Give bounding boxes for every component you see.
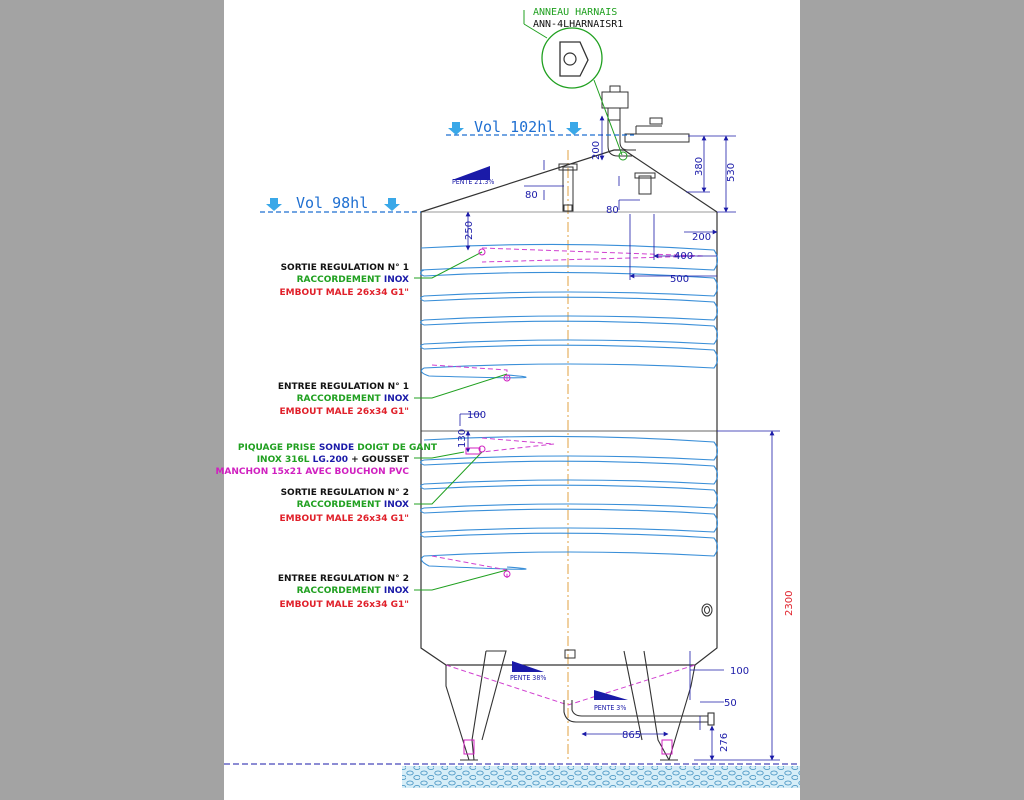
harness-title: ANNEAU HARNAIS <box>533 7 617 18</box>
sortie2-raccord: RACCORDEMENT <box>297 500 382 510</box>
sortie2-raccord-line: RACCORDEMENT INOX <box>297 500 409 510</box>
slope-triangles <box>452 166 628 700</box>
dim-130: 130 <box>457 429 468 448</box>
probe-sonde: SONDE <box>319 443 354 453</box>
slope-roof-label: PENTE 21.3% <box>452 178 494 186</box>
entree1-inox: INOX <box>384 394 409 404</box>
sortie1-title: SORTIE REGULATION N° 1 <box>281 263 409 273</box>
tank-technical-drawing: ANNEAU HARNAIS ANN-4LHARNAISR1 Vol 102hl… <box>215 7 800 788</box>
sortie1-inox: INOX <box>384 275 409 285</box>
ground <box>224 763 800 788</box>
fitting-markers <box>465 248 511 578</box>
probe-manchon: MANCHON 15x21 AVEC BOUCHON PVC <box>215 467 409 477</box>
entree2-inox: INOX <box>384 586 409 596</box>
sortie2-inox: INOX <box>384 500 409 510</box>
entree1-embout: EMBOUT MALE 26x34 G1" <box>280 407 409 417</box>
outlet-pipe <box>563 700 715 726</box>
dim-500: 500 <box>670 274 689 285</box>
coil-left-loops <box>419 269 527 570</box>
entree2-embout: EMBOUT MALE 26x34 G1" <box>280 600 409 610</box>
entree2-raccord: RACCORDEMENT <box>297 586 382 596</box>
side-valve <box>701 603 713 617</box>
probe-piquage: PIQUAGE PRISE <box>238 443 316 453</box>
dim-380: 380 <box>694 157 705 176</box>
dim-2300: 2300 <box>784 591 795 616</box>
volume-lower-label: Vol 98hl <box>296 194 368 212</box>
sortie2-embout: EMBOUT MALE 26x34 G1" <box>280 514 409 524</box>
sortie1-embout: EMBOUT MALE 26x34 G1" <box>280 288 409 298</box>
entree2-raccord-line: RACCORDEMENT INOX <box>297 586 409 596</box>
leader-lines <box>414 251 508 591</box>
slope-outlet-label: PENTE 3% <box>594 704 626 712</box>
entree2-title: ENTREE REGULATION N° 2 <box>278 574 409 584</box>
dim-200-right: 200 <box>692 232 711 243</box>
tank-shell <box>420 149 718 666</box>
dim-50: 50 <box>724 698 737 709</box>
probe-doigt: DOIGT DE GANT <box>357 443 438 453</box>
dim-80-right: 80 <box>606 205 619 216</box>
foot-right <box>661 739 673 755</box>
harness-detail <box>523 10 628 161</box>
foot-left <box>463 739 475 755</box>
dim-80-left: 80 <box>525 190 538 201</box>
dimension-lines <box>459 115 780 761</box>
dim-200-top: 200 <box>591 141 602 160</box>
sortie2-title: SORTIE REGULATION N° 2 <box>281 488 409 498</box>
entree1-raccord: RACCORDEMENT <box>297 394 382 404</box>
dim-100-probe: 100 <box>467 410 486 421</box>
probe-gousset: + GOUSSET <box>351 455 410 465</box>
sortie1-raccord: RACCORDEMENT <box>297 275 382 285</box>
drawing-sheet: ANNEAU HARNAIS ANN-4LHARNAISR1 Vol 102hl… <box>215 0 800 800</box>
cooling-coils <box>420 243 719 557</box>
probe-inox316: INOX 316L <box>257 455 310 465</box>
dim-865: 865 <box>622 730 641 741</box>
roof-fittings <box>558 85 690 659</box>
harness-ref: ANN-4LHARNAISR1 <box>533 19 623 30</box>
dim-276: 276 <box>719 733 730 752</box>
dim-530: 530 <box>726 163 737 182</box>
sortie1-raccord-line: RACCORDEMENT INOX <box>297 275 409 285</box>
volume-arrow-icons <box>266 122 582 211</box>
dim-400: 400 <box>674 251 693 262</box>
probe-line2: INOX 316L LG.200 + GOUSSET <box>257 455 410 465</box>
volume-upper-label: Vol 102hl <box>474 118 555 136</box>
slope-cone-label: PENTE 38% <box>510 674 546 682</box>
dim-250: 250 <box>464 221 475 240</box>
probe-line1: PIQUAGE PRISE SONDE DOIGT DE GANT <box>238 443 438 453</box>
probe-lg: LG.200 <box>313 455 348 465</box>
dim-100-foot: 100 <box>730 666 749 677</box>
legs <box>445 650 696 761</box>
entree1-title: ENTREE REGULATION N° 1 <box>278 382 409 392</box>
entree1-raccord-line: RACCORDEMENT INOX <box>297 394 409 404</box>
